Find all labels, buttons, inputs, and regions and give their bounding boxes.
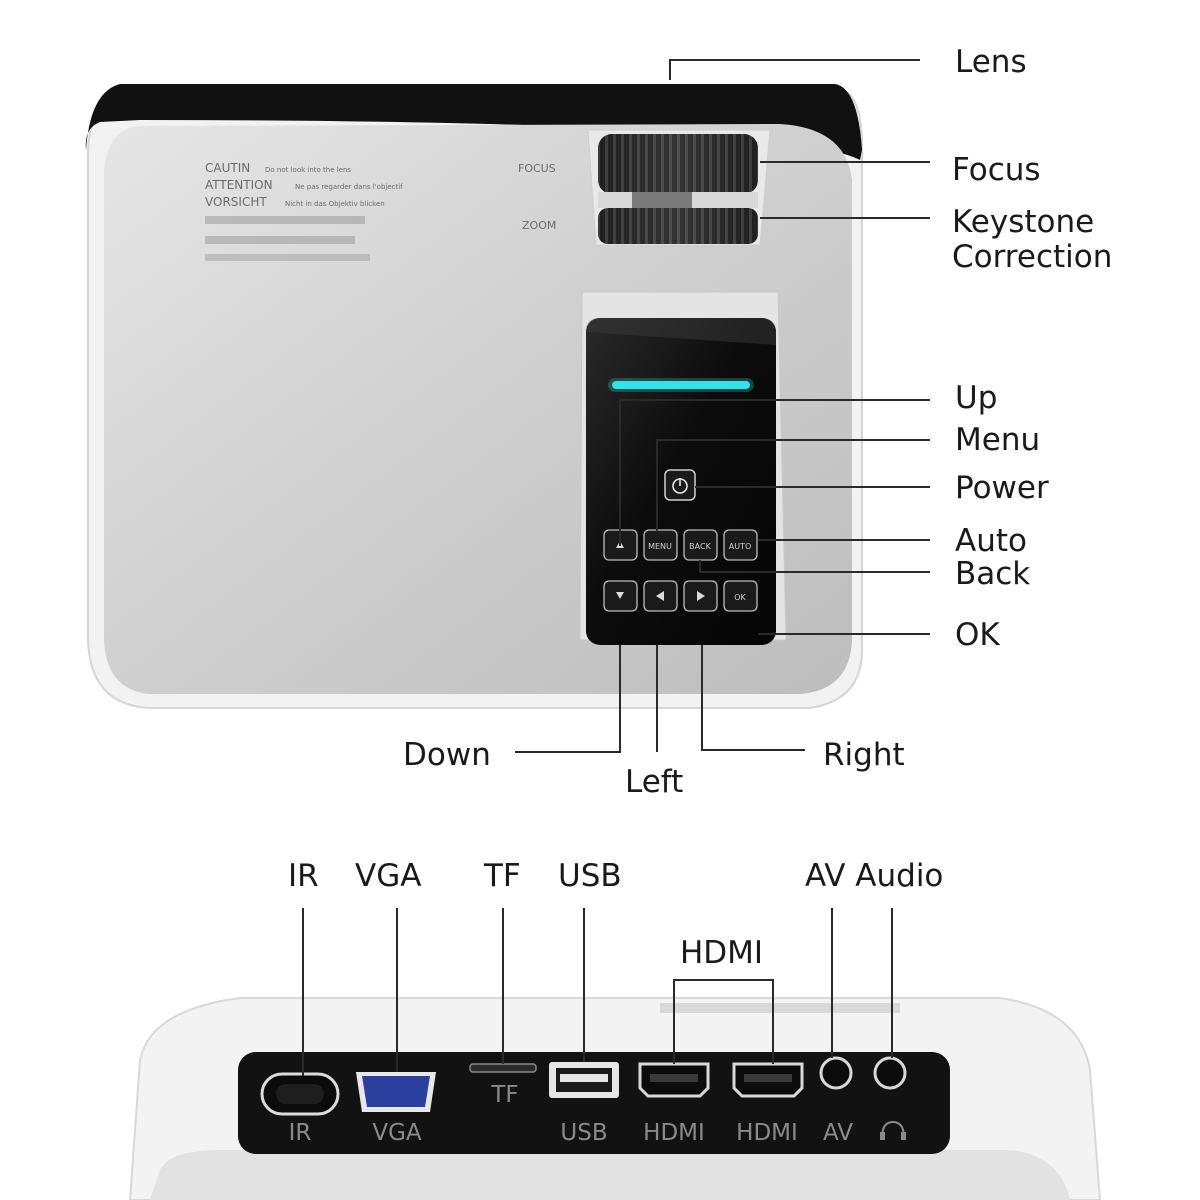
focus-print-label: FOCUS — [518, 162, 556, 175]
svg-text:Nicht in das Objektiv blicken: Nicht in das Objektiv blicken — [285, 200, 385, 208]
top-leader-lines — [515, 59, 930, 753]
callout-av-audio: AV Audio — [805, 858, 943, 894]
black-top-strip — [85, 84, 863, 160]
callout-usb: USB — [558, 858, 622, 894]
left-arrow-icon — [656, 591, 664, 601]
callout-power: Power — [955, 470, 1049, 506]
callout-menu: Menu — [955, 422, 1040, 458]
ir-receiver — [260, 1072, 340, 1116]
port-label-hdmi-1: HDMI — [643, 1120, 705, 1146]
tf-card-slot[interactable] — [469, 1063, 537, 1073]
hdmi-port-1[interactable] — [638, 1062, 710, 1098]
callout-back: Back — [955, 556, 1030, 592]
av-jack[interactable] — [819, 1056, 853, 1090]
top-callouts: Lens Focus Keystone Correction Up Menu P… — [403, 44, 1112, 800]
callout-focus: Focus — [952, 152, 1041, 188]
port-label-ir: IR — [289, 1120, 312, 1146]
back-button[interactable]: BACK — [683, 529, 718, 561]
menu-button[interactable]: MENU — [643, 529, 678, 561]
port-label-hdmi-2: HDMI — [736, 1120, 798, 1146]
svg-text:Do not look into the lens: Do not look into the lens — [265, 166, 351, 174]
projector-top-view: CAUTIN Do not look into the lens ATTENTI… — [85, 84, 863, 709]
projector-rear-view: IR VGA TF USB HDMI HDMI AV — [128, 997, 1102, 1200]
callout-ir: IR — [288, 858, 319, 894]
down-arrow-icon — [616, 592, 624, 599]
vga-port[interactable] — [356, 1072, 436, 1112]
callout-up: Up — [955, 380, 997, 416]
rear-callouts: IR VGA TF USB HDMI AV Audio — [288, 858, 943, 971]
keystone-dial[interactable] — [598, 208, 758, 244]
warning-caution: CAUTIN — [205, 161, 250, 175]
focus-dial[interactable] — [598, 134, 758, 194]
callout-right: Right — [823, 737, 905, 773]
warning-attention: ATTENTION — [205, 178, 273, 192]
headphone-icon — [880, 1120, 906, 1140]
right-button[interactable] — [683, 580, 718, 612]
callout-vga: VGA — [355, 858, 421, 894]
callout-keystone-line1: Keystone — [952, 204, 1094, 240]
auto-key-label: AUTO — [729, 542, 752, 551]
callout-tf: TF — [483, 858, 521, 894]
audio-jack[interactable] — [873, 1056, 907, 1090]
callout-lens: Lens — [955, 44, 1027, 80]
callout-down: Down — [403, 737, 491, 773]
power-button[interactable] — [664, 469, 696, 501]
right-arrow-icon — [697, 591, 705, 601]
back-key-label: BACK — [689, 542, 711, 551]
usb-port[interactable] — [549, 1062, 619, 1098]
rear-leader-lines — [302, 908, 893, 1076]
auto-button[interactable]: AUTO — [723, 529, 758, 561]
ok-key-label: OK — [734, 593, 746, 602]
callout-left: Left — [625, 764, 683, 800]
status-led-bar — [612, 381, 750, 389]
port-label-vga: VGA — [372, 1120, 422, 1146]
callout-ok: OK — [955, 617, 1000, 653]
port-label-usb: USB — [560, 1120, 607, 1146]
down-button[interactable] — [603, 580, 638, 612]
port-label-tf: TF — [490, 1082, 518, 1108]
callout-hdmi: HDMI — [680, 935, 763, 971]
left-button[interactable] — [643, 580, 678, 612]
callout-auto: Auto — [955, 523, 1027, 559]
zoom-print-label: ZOOM — [522, 219, 556, 232]
port-label-av: AV — [823, 1120, 853, 1146]
menu-key-label: MENU — [648, 542, 672, 551]
warning-vorsicht: VORSICHT — [205, 195, 267, 209]
callout-keystone-line2: Correction — [952, 239, 1112, 275]
svg-text:Ne pas regarder dans l'objecti: Ne pas regarder dans l'objectif — [295, 183, 403, 191]
warning-text: CAUTIN Do not look into the lens ATTENTI… — [205, 161, 403, 261]
hdmi-port-2[interactable] — [732, 1062, 804, 1098]
ok-button[interactable]: OK — [723, 580, 758, 612]
